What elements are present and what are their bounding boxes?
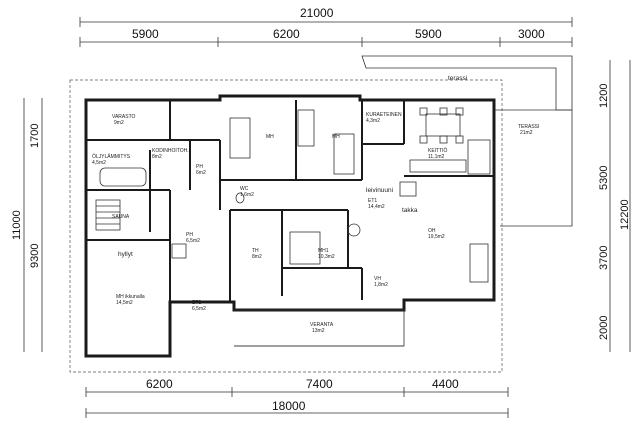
- dim-right-1: 1200: [598, 84, 610, 108]
- label-varasto-area: 9m2: [114, 120, 124, 126]
- label-mh-ikkuna: MH ikkunalla: [116, 294, 145, 300]
- dim-top-total: 21000: [300, 6, 334, 20]
- double-bed-icon: [289, 231, 321, 265]
- label-et1: ET1: [368, 198, 377, 204]
- label-ph-area: 6m2: [196, 170, 206, 176]
- label-et2: ET2: [192, 300, 201, 306]
- dining-table-icon: [425, 113, 461, 137]
- label-wc-area: 1,6m2: [240, 192, 254, 198]
- sauna-bench-icon: [95, 199, 121, 231]
- label-et2-area: 6,5m2: [192, 306, 206, 312]
- fixtures: [95, 107, 491, 283]
- dim-top-seg-1: 5900: [132, 27, 159, 41]
- dim-bottom-seg-1: 6200: [146, 377, 173, 391]
- label-takka: takka: [402, 207, 418, 214]
- dim-right-5: 2000: [598, 316, 610, 340]
- top-dimensions: 21000 5900 6200 5900 3000: [79, 6, 573, 47]
- label-kodinhoito-area: 8m2: [152, 154, 162, 160]
- label-ph: PH: [196, 164, 203, 170]
- label-kodinhoito: KODINHOITOH.: [152, 148, 189, 154]
- stove-icon: [171, 243, 187, 259]
- label-th-area: 8m2: [252, 254, 262, 260]
- terraces: [234, 55, 573, 347]
- roof-outline: [69, 79, 503, 373]
- label-wc: WC: [240, 186, 249, 192]
- plant-icon: [347, 223, 361, 237]
- right-dimensions: 1200 5300 12200 3700 2000: [598, 60, 631, 352]
- label-keittio-area: 11,1m2: [428, 154, 445, 160]
- label-mh1: MH1: [318, 248, 329, 254]
- label-terassi-right: TERASSI: [518, 124, 539, 130]
- dim-right-4: 3700: [598, 246, 610, 270]
- sofa-icon: [469, 243, 489, 283]
- bed-icon: [333, 133, 355, 175]
- bed-icon: [229, 117, 251, 159]
- dim-top-seg-2: 6200: [273, 27, 300, 41]
- dim-top-seg-4: 3000: [518, 27, 545, 41]
- label-mh2: MH: [332, 134, 340, 140]
- dim-bottom-seg-2: 7400: [306, 377, 333, 391]
- left-dimensions: 1700 11000 9300: [11, 98, 43, 352]
- dim-bottom-seg-3: 4400: [432, 377, 459, 391]
- bathtub-icon: [99, 167, 147, 187]
- label-pesu: PH: [186, 232, 193, 238]
- label-hyllyt: hyllyt: [118, 251, 133, 258]
- label-varasto: VARASTO: [112, 114, 136, 120]
- label-kuraeteinen: KURAETEINEN: [366, 112, 402, 118]
- label-oljy-area: 4,5m2: [92, 160, 106, 166]
- label-veranta: VERANTA: [310, 322, 334, 328]
- label-pesu-area: 6,5m2: [186, 238, 200, 244]
- dim-left-2: 11000: [11, 210, 23, 240]
- label-mh1-area: 10,3m2: [318, 254, 335, 260]
- label-th: TH: [252, 248, 259, 254]
- label-vh: VH: [374, 276, 381, 282]
- label-kuraeteinen-area: 4,3m2: [366, 118, 380, 124]
- room-labels: VARASTO 9m2 ÖLJYLÄMMITYS 4,5m2 KODINHOIT…: [92, 75, 539, 334]
- dim-left-1: 1700: [29, 124, 41, 148]
- label-oh-area: 19,5m2: [428, 234, 445, 240]
- dim-right-2: 5300: [598, 166, 610, 190]
- kitchen-counter-icon: [467, 139, 491, 175]
- fireplace-icon: [399, 181, 417, 197]
- label-terassi-top: terassi: [448, 75, 467, 82]
- label-sauna: SAUNA: [112, 214, 130, 220]
- label-vh-area: 1,8m2: [374, 282, 388, 288]
- dim-right-3: 12200: [619, 199, 631, 230]
- walls: [84, 94, 496, 358]
- bottom-dimensions: 6200 7400 4400 18000: [85, 377, 509, 418]
- toilet-icon: [235, 192, 245, 204]
- dim-left-3: 9300: [29, 244, 41, 268]
- label-oh: OH: [428, 228, 436, 234]
- label-mh-ikkuna-area: 14,5m2: [116, 300, 133, 306]
- label-keittio: KEITTIÖ: [428, 147, 448, 154]
- label-leivinuuni: leivinuuni: [366, 187, 393, 194]
- dim-top-seg-3: 5900: [415, 27, 442, 41]
- label-veranta-area: 13m2: [312, 328, 325, 334]
- label-et1-area: 14,4m2: [368, 204, 385, 210]
- label-terassi-right-area: 21m2: [520, 130, 533, 136]
- dim-bottom-total: 18000: [272, 399, 306, 413]
- label-oljy: ÖLJYLÄMMITYS: [92, 153, 131, 160]
- bed-icon: [297, 109, 315, 147]
- label-mh-top: MH: [266, 134, 274, 140]
